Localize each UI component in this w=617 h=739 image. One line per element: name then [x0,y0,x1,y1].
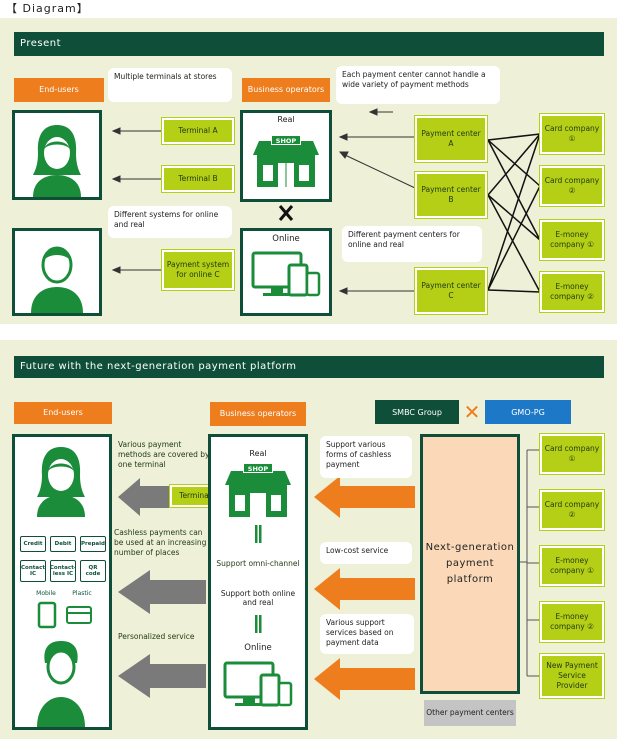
card-qr-code: QR code [80,560,106,582]
future-business-operators-label: Business operators [210,402,306,426]
card-company-2-box: Card company ② [539,165,605,207]
support-both: Support both online and real [220,589,296,608]
payment-center-b-box: Payment center B [414,171,488,219]
present-header: Present [14,32,604,56]
new-payment-provider-box: New Payment Service Provider [539,653,605,699]
support-omni-channel: Support omni-channel [216,559,300,568]
future-real-label: Real [249,449,267,458]
future-shop-and-devices [223,471,293,707]
callout-different-systems: Different systems for online and real [108,206,232,238]
present-business-operators-label: Business operators [242,78,330,102]
callout-multiple-terminals: Multiple terminals at stores [108,68,232,102]
terminal-b-box: Terminal B [161,165,235,193]
devices-icon [251,251,321,297]
card-contact-ic: Contact IC [20,560,46,582]
plastic-label: Plastic [72,590,92,597]
future-card-company-2-box: Card company ② [539,489,605,531]
future-emoney-company-2-box: E-money company ② [539,601,605,643]
other-payment-centers-box: Other payment centers [424,700,516,726]
present-real-shop-frame: Real SHOP [240,110,332,202]
future-user-icons [37,447,92,727]
present-shop-sign: SHOP [271,135,301,145]
callout-different-centers: Different payment centers for online and… [342,226,482,262]
future-card-company-1-box: Card company ① [539,433,605,475]
partnership-x-icon: ✕ [463,400,481,424]
gmo-pg-box: GMO-PG [485,400,571,424]
card-prepaid: Prepaid [80,536,106,552]
present-end-users-label: End-users [14,78,104,102]
future-female-user-icon-2 [37,641,85,727]
mobile-label: Mobile [36,590,56,597]
future-online-label: Online [244,643,272,653]
future-female-user-icon [37,447,85,517]
text-various-methods: Various payment methods are covered by o… [118,440,210,469]
callout-various-forms: Support various forms of cashless paymen… [320,436,412,478]
payment-center-c-box: Payment center C [414,267,488,315]
emoney-company-2-box: E-money company ② [539,271,605,313]
card-company-1-box: Card company ① [539,113,605,155]
card-credit: Credit [20,536,46,552]
end-user-male-frame [12,228,102,316]
callout-low-cost: Low-cost service [320,542,412,564]
future-end-users-frame [12,434,112,730]
payment-system-online-box: Payment system for online C [161,249,235,291]
smbc-group-box: SMBC Group [375,400,459,424]
mobile-icon [37,601,57,629]
future-business-frame: Real SHOP Support omni-channel S [208,434,308,730]
plastic-card-icon [66,606,92,624]
card-debit: Debit [50,536,76,552]
present-real-label: Real [277,115,295,124]
future-shop-icon [225,471,291,517]
present-online-frame: Online [240,228,332,316]
female-user-icon [33,125,81,197]
future-end-users-label: End-users [14,402,112,424]
end-user-female-frame [12,110,102,200]
future-emoney-company-1-box: E-money company ① [539,545,605,587]
payment-center-a-box: Payment center A [414,115,488,163]
callout-each-payment-center: Each payment center cannot handle a wide… [336,66,500,104]
text-cashless: Cashless payments can be used at an incr… [114,528,207,557]
male-user-icon [31,246,83,313]
callout-support-services: Various support services based on paymen… [320,614,414,654]
page-title: 【 Diagram】 [6,2,89,15]
text-personalized: Personalized service [118,632,195,641]
card-contactless-ic: Contact-less IC [50,560,76,582]
emoney-company-1-box: E-money company ① [539,219,605,261]
future-shop-sign: SHOP [243,463,273,473]
shop-icon [253,141,319,187]
terminal-a-box: Terminal A [161,117,235,145]
present-online-label: Online [272,234,300,244]
next-gen-platform-box: Next-generation payment platform [420,434,520,694]
future-header: Future with the next-generation payment … [14,356,604,378]
future-devices-icon [223,661,293,707]
